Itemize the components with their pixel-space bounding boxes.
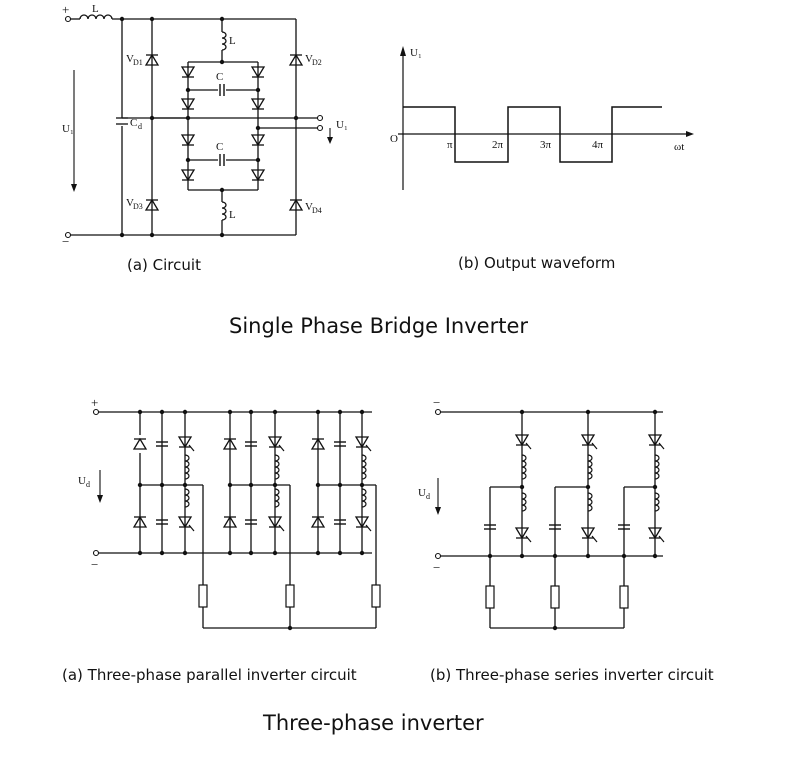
parallel-minus-label: − <box>91 557 98 572</box>
parallel-ud-label: U <box>78 475 86 487</box>
capacitor-top-label: C <box>216 71 223 83</box>
inductor-bottom-label: L <box>229 209 236 221</box>
waveform-y-label: U₁ <box>410 47 422 59</box>
capacitor-cd-label: C <box>130 117 137 129</box>
plus-terminal-label: + <box>62 2 69 17</box>
title-single-phase: Single Phase Bridge Inverter <box>229 314 529 338</box>
vd2-label: V <box>305 53 313 65</box>
capacitor-cd-sub: d <box>138 122 142 131</box>
parallel-plus-label: + <box>91 395 98 410</box>
waveform-x-label: ωt <box>674 141 684 153</box>
caption-parallel-inverter: (a) Three-phase parallel inverter circui… <box>62 666 357 684</box>
series-minus-top-label: − <box>433 395 440 410</box>
title-three-phase: Three-phase inverter <box>263 711 484 735</box>
single-phase-nodes <box>119 16 299 238</box>
series-nodes <box>487 409 658 631</box>
parallel-ud-sub: d <box>86 480 90 489</box>
square-wave-trace <box>403 106 662 163</box>
minus-terminal-label: − <box>62 234 69 249</box>
tick-3pi: 3π <box>540 139 552 151</box>
parallel-components <box>133 435 381 608</box>
series-components <box>483 434 665 609</box>
vd1-sub: D1 <box>133 58 143 67</box>
parallel-nodes <box>137 409 365 631</box>
vd2-sub: D2 <box>312 58 322 67</box>
inductor-top-label: L <box>229 35 236 47</box>
single-phase-circuit <box>68 14 318 236</box>
vd1-label: V <box>126 53 134 65</box>
capacitor-bottom-label: C <box>216 141 223 153</box>
output-voltage-label: U₁ <box>336 119 348 131</box>
single-phase-components <box>145 31 303 221</box>
vd4-sub: D4 <box>312 206 322 215</box>
waveform-origin-label: O <box>390 133 398 145</box>
caption-series-inverter: (b) Three-phase series inverter circuit <box>430 666 714 684</box>
tick-2pi: 2π <box>492 139 504 151</box>
series-terminals <box>434 408 442 560</box>
inductor-label: L <box>92 3 99 15</box>
input-voltage-label: U₁ <box>62 123 74 135</box>
caption-circuit: (a) Circuit <box>127 256 201 274</box>
parallel-terminals <box>92 408 100 557</box>
vd3-label: V <box>126 197 134 209</box>
tick-4pi: 4π <box>592 139 604 151</box>
caption-output-waveform: (b) Output waveform <box>458 254 616 272</box>
series-ud-label: U <box>418 487 426 499</box>
series-minus-bottom-label: − <box>433 560 440 575</box>
vd3-sub: D3 <box>133 202 143 211</box>
single-phase-terminals <box>64 15 324 239</box>
series-ud-sub: d <box>426 492 430 501</box>
waveform-axes <box>398 50 690 190</box>
tick-pi: π <box>447 139 453 151</box>
vd4-label: V <box>305 201 313 213</box>
